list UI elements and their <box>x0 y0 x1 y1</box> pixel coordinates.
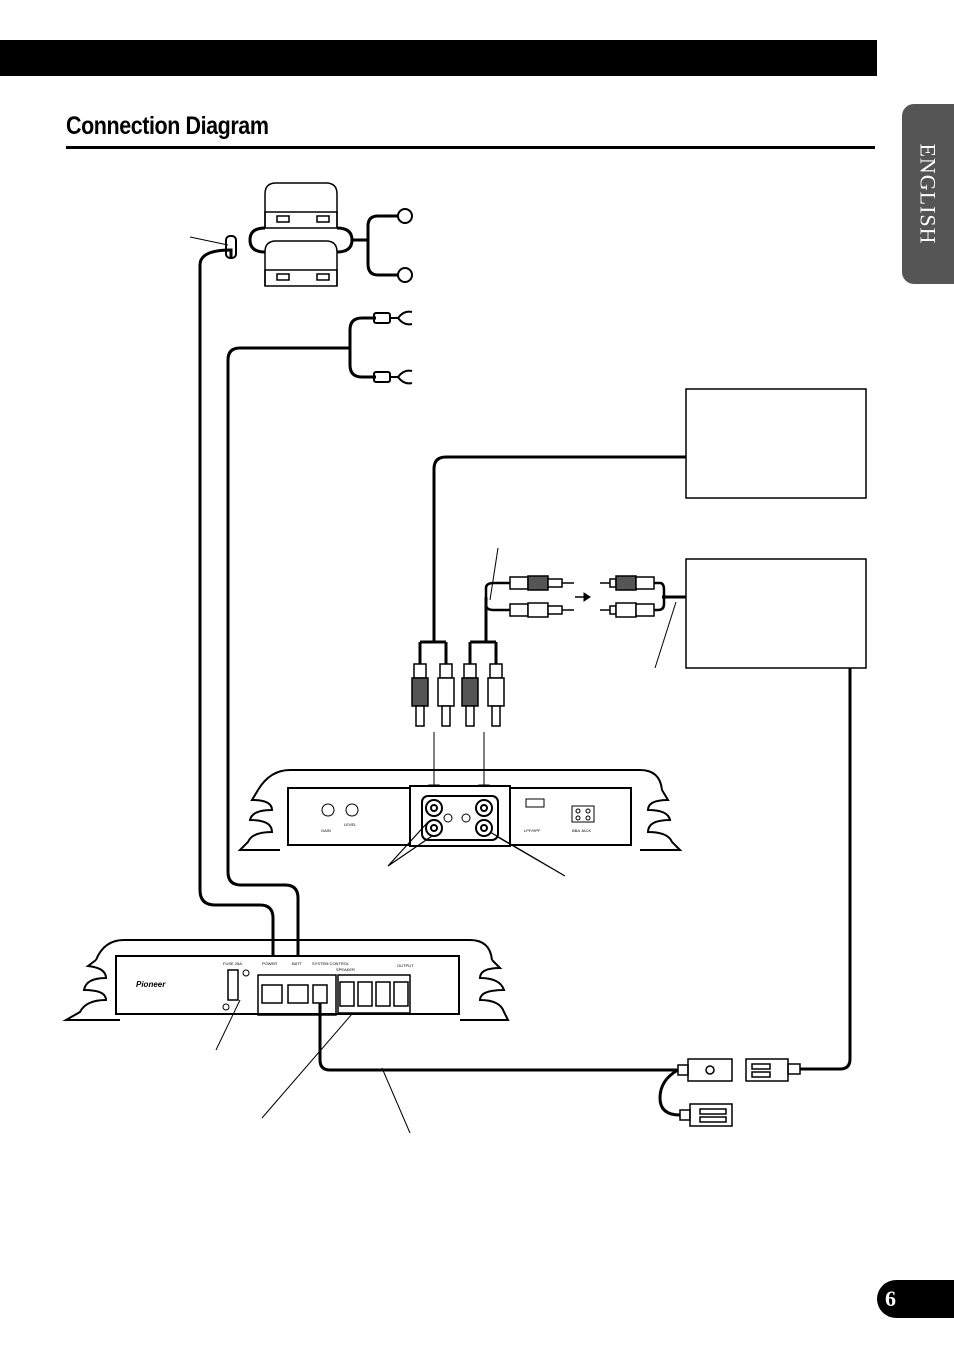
rca-plug-2 <box>437 663 455 727</box>
callout-lines-input <box>387 821 566 877</box>
battery-link-wire-right <box>336 226 354 254</box>
battery-lower <box>264 240 338 287</box>
speaker-label: SPEAKER <box>336 967 355 972</box>
ring-terminal-wire <box>366 214 398 277</box>
rca-input-jacks <box>425 799 493 837</box>
rca-plug-3 <box>461 663 479 727</box>
power-wire <box>198 248 275 985</box>
rca-plug-4 <box>487 663 505 727</box>
system-control-wire <box>318 1003 678 1072</box>
output-label: OUTPUT <box>397 963 414 968</box>
fork-terminal-upper <box>373 310 413 326</box>
ring-terminal-lower <box>397 267 413 283</box>
ground-wire <box>226 346 350 985</box>
fork-terminal-lower <box>373 369 413 385</box>
level-label: LEVEL <box>344 822 357 827</box>
remote-wire <box>800 668 852 1071</box>
ground-terminal <box>287 984 309 1004</box>
amplifier-brand: Pioneer <box>136 980 166 989</box>
page-title: Connection Diagram <box>66 112 269 140</box>
power-label: POWER <box>262 961 277 966</box>
connector-branch-wire <box>658 1068 681 1117</box>
head-unit-box <box>685 388 867 499</box>
speaker-terminals <box>337 974 411 1014</box>
page-number: 6 <box>877 1280 954 1318</box>
title-rule <box>66 146 875 149</box>
fuse-slot <box>227 969 239 1001</box>
gain-label: GAIN <box>321 828 331 833</box>
connector-male <box>745 1058 801 1082</box>
language-tab: ENGLISH <box>902 104 954 284</box>
bba-jack-label: BBA JACK <box>572 828 591 833</box>
header-bar <box>0 40 877 76</box>
connector-female <box>677 1058 733 1082</box>
lpf-hpf-label: LPF/HPF <box>524 828 541 833</box>
amplifier-top <box>237 769 683 851</box>
batt-label: BATT <box>292 961 302 966</box>
amplifier-bottom <box>62 939 510 1021</box>
head-unit-box-2 <box>685 558 867 669</box>
rca-adapter-left <box>509 575 574 618</box>
power-terminal <box>261 984 283 1004</box>
rca-cable-1 <box>420 455 686 644</box>
ring-terminal-upper <box>397 208 413 224</box>
battery-upper <box>264 182 338 229</box>
connector-lower <box>679 1103 733 1127</box>
fuse-label: FUSE 25A <box>223 961 242 966</box>
terminal-block <box>257 974 337 1016</box>
lpf-hpf-switch <box>525 798 545 808</box>
ground-wire-branch <box>348 316 376 379</box>
system-control-label: SYSTEM CONTROL <box>312 961 350 966</box>
rca-adapter-right <box>600 575 655 618</box>
battery-link-wire <box>248 226 266 254</box>
gain-knobs <box>321 803 359 817</box>
bba-jack <box>571 805 595 823</box>
rca-plug-1 <box>411 663 429 727</box>
